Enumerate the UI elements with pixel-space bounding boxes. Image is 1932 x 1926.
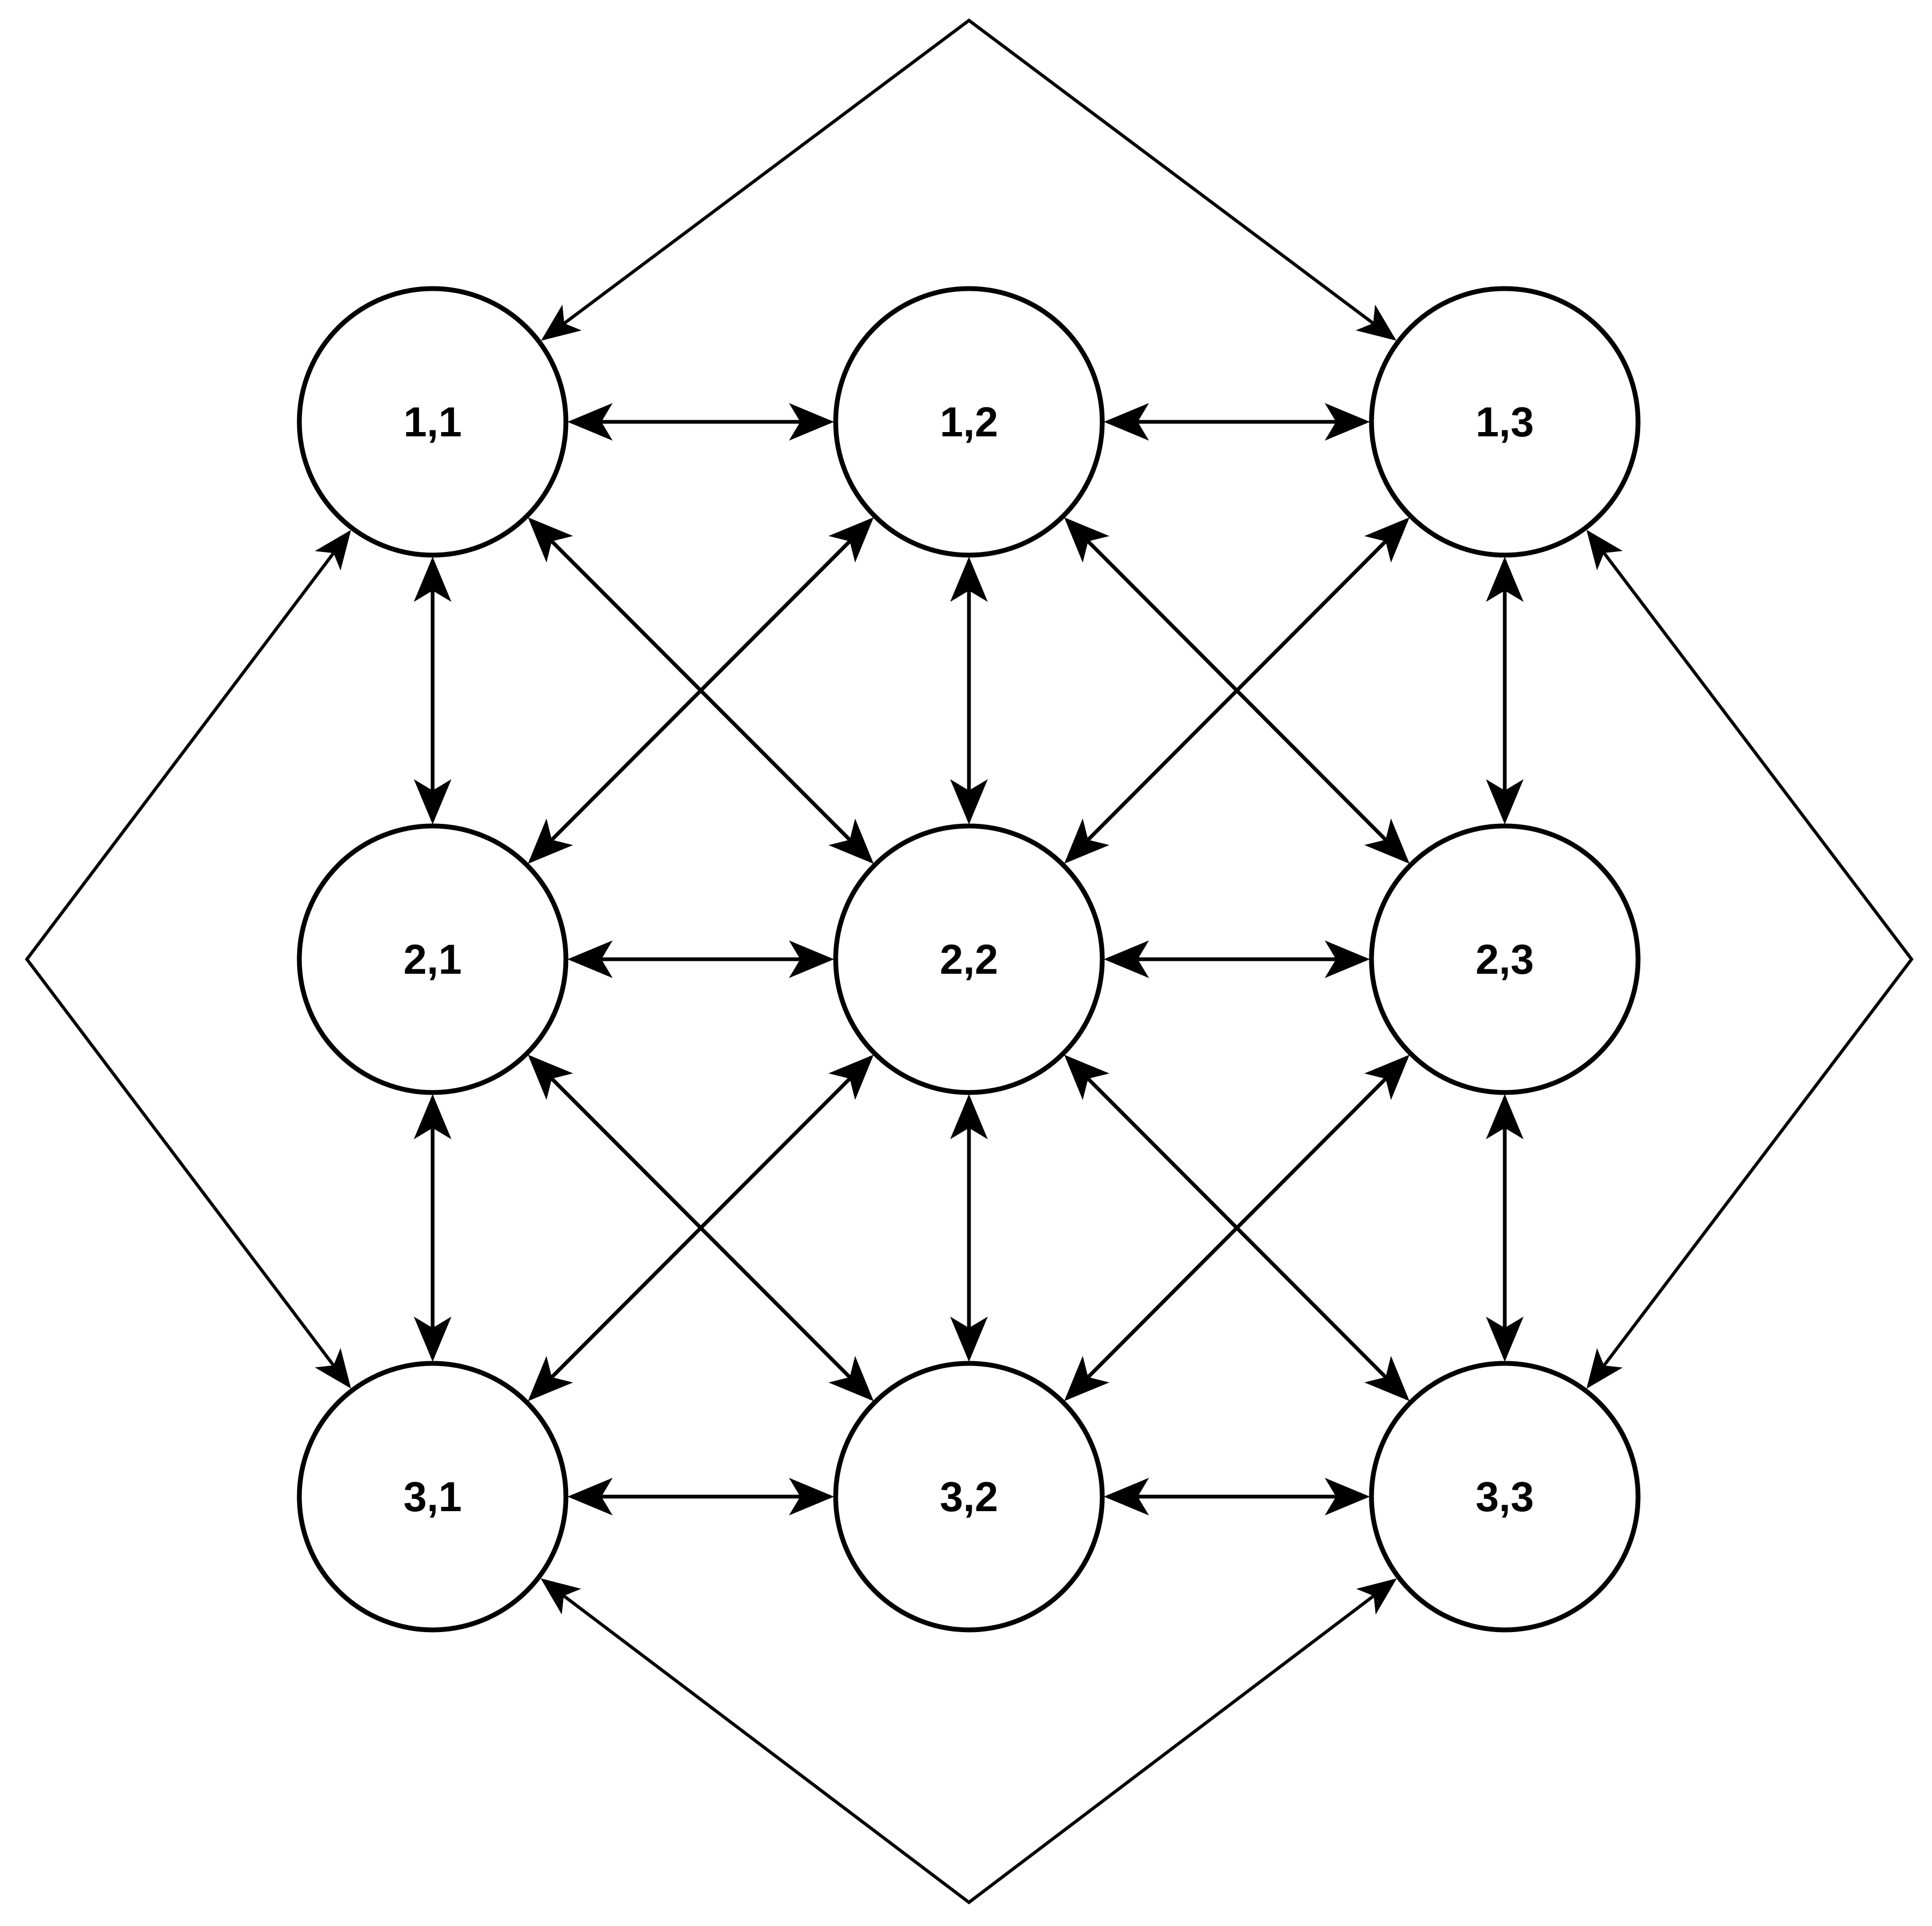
node-3-3: 3,3 <box>1369 1361 1641 1633</box>
node-circle <box>833 823 1105 1095</box>
nodes: 1,1 1,2 1,3 2,1 2,2 2,3 3,1 3,2 3,3 <box>297 286 1641 1633</box>
outer-edge-left <box>25 530 351 1389</box>
node-label: 1,1 <box>404 398 462 445</box>
node-1-1: 1,1 <box>297 286 569 558</box>
node-label: 3,1 <box>404 1473 462 1520</box>
edge-n23-n32 <box>1064 1054 1410 1402</box>
node-circle <box>833 1361 1105 1633</box>
node-1-2: 1,2 <box>833 286 1105 558</box>
node-label: 1,3 <box>1476 398 1534 445</box>
node-2-1: 2,1 <box>297 823 569 1095</box>
edges <box>414 403 1524 1515</box>
outer-edge-bottom <box>540 1578 1397 1905</box>
node-2-2: 2,2 <box>833 823 1105 1095</box>
node-circle <box>1369 286 1641 558</box>
outer-edge-top <box>541 18 1397 341</box>
edge-n12-n21 <box>528 517 874 864</box>
node-label: 1,2 <box>940 398 998 445</box>
node-3-2: 3,2 <box>833 1361 1105 1633</box>
node-3-1: 3,1 <box>297 1361 569 1633</box>
node-label: 2,2 <box>940 936 998 983</box>
node-label: 3,3 <box>1476 1473 1534 1520</box>
outer-connections <box>25 18 1914 1905</box>
node-label: 3,2 <box>940 1473 998 1520</box>
node-circle <box>297 286 569 558</box>
node-circle <box>833 286 1105 558</box>
node-1-3: 1,3 <box>1369 286 1641 558</box>
node-label: 2,1 <box>404 936 462 983</box>
node-circle <box>297 823 569 1095</box>
node-circle <box>1369 1361 1641 1633</box>
edge-n13-n22 <box>1064 517 1410 864</box>
node-circle <box>297 1361 569 1633</box>
node-label: 2,3 <box>1476 936 1534 983</box>
node-2-3: 2,3 <box>1369 823 1641 1095</box>
outer-edge-right <box>1586 529 1914 1389</box>
edge-n22-n31 <box>528 1054 874 1402</box>
node-circle <box>1369 823 1641 1095</box>
